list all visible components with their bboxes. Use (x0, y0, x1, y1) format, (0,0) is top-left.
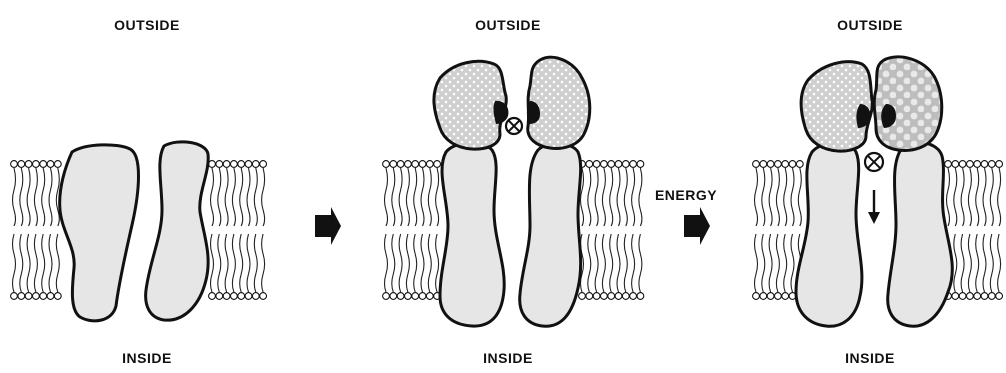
lipid-bilayer-segment (383, 161, 441, 300)
channel-subunit-left (796, 143, 862, 326)
channel-subunit-left (440, 143, 504, 326)
inside-label: INSIDE (122, 350, 172, 366)
transition-arrow-1 (315, 207, 341, 245)
channel-subunit-right (146, 142, 209, 320)
panel-1: OUTSIDE INSIDE (60, 17, 209, 366)
channel-subunit-right (888, 142, 953, 326)
energy-label: ENERGY (655, 187, 717, 203)
ligand-binding-domain-right (528, 57, 590, 148)
panel-2: OUTSIDE INSIDE (434, 17, 590, 366)
panel-3: OUTSIDE INSIDE (796, 17, 952, 366)
channel-subunit-left (60, 145, 139, 321)
outside-label: OUTSIDE (837, 17, 903, 33)
ion-flow-arrow-icon (868, 190, 880, 224)
outside-label: OUTSIDE (475, 17, 541, 33)
lipid-bilayer-segment (579, 161, 644, 300)
channel-subunit-right (520, 143, 581, 326)
ion-molecule-icon (865, 153, 883, 171)
lipid-bilayer-segment (209, 161, 267, 300)
ligand-binding-domain-right (874, 57, 942, 151)
lipid-bilayer-segment (945, 161, 1003, 300)
inside-label: INSIDE (845, 350, 895, 366)
inside-label: INSIDE (483, 350, 533, 366)
ligand-molecule-icon (506, 118, 522, 134)
transition-arrow-2 (684, 207, 710, 245)
lipid-bilayer-segment (11, 161, 62, 300)
outside-label: OUTSIDE (114, 17, 180, 33)
